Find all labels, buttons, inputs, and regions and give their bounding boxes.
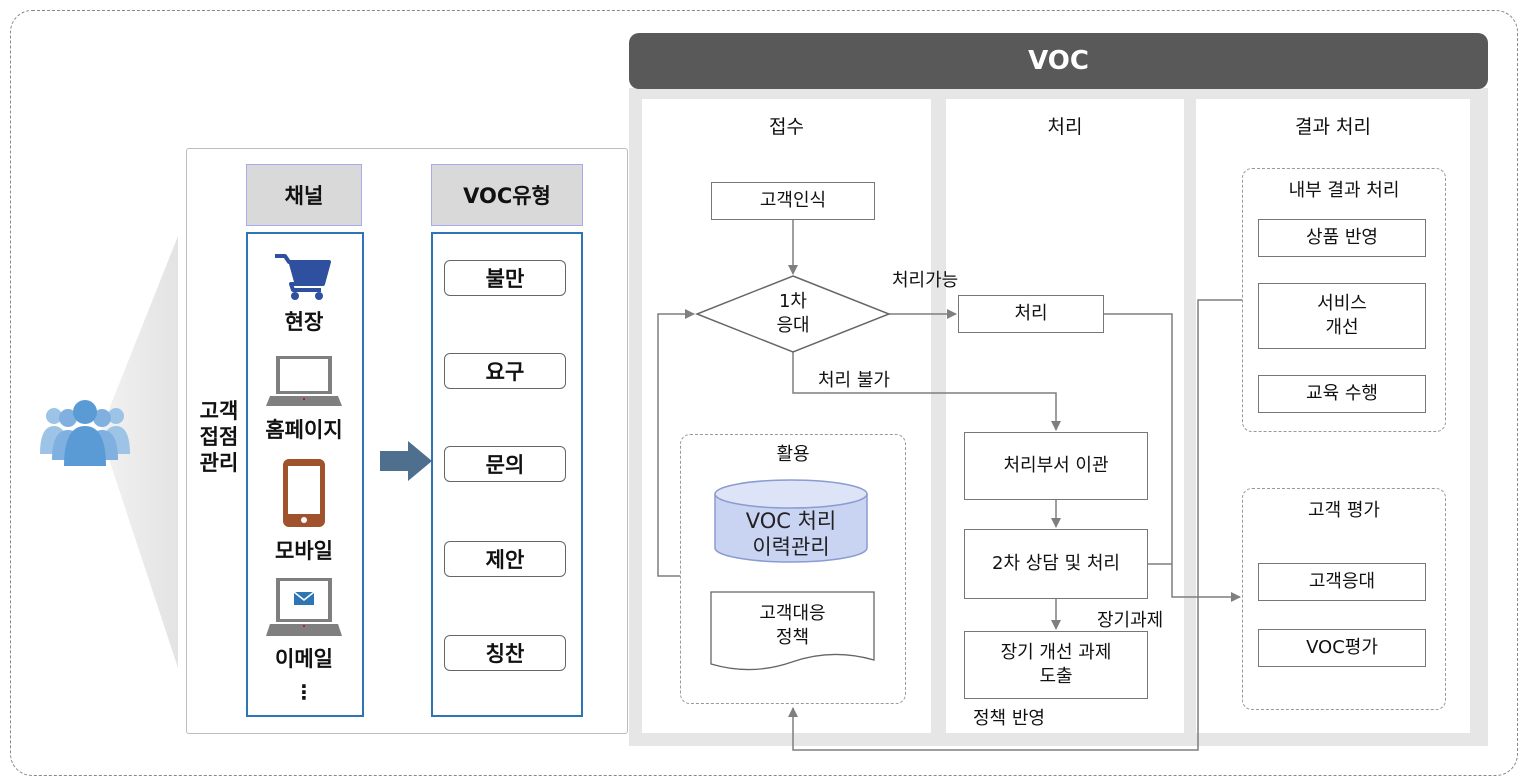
- customer-contact-label: 고객 접점 관리: [199, 399, 239, 475]
- customer-recognition-box: 고객인식: [711, 182, 875, 220]
- first-response-decision: [694, 275, 892, 353]
- second-consult-box: 2차 상담 및 처리: [964, 529, 1148, 599]
- lane-title-intake: 접수: [769, 116, 804, 138]
- product-reflect-box: 상품 반영: [1258, 219, 1426, 257]
- voc-eval-box: VOC평가: [1258, 629, 1426, 667]
- laptop-icon: [266, 356, 342, 406]
- lane-title-result: 결과 처리: [1295, 116, 1371, 138]
- lane-process: [946, 99, 1184, 733]
- cart-icon: [275, 254, 331, 300]
- type-praise: 칭찬: [444, 635, 566, 671]
- voc-type-header: VOC유형: [431, 164, 583, 226]
- voc-title-bar: VOC: [629, 33, 1488, 89]
- long-term-label: 장기과제: [1097, 610, 1164, 631]
- type-request: 요구: [444, 353, 566, 389]
- channel-header: 채널: [246, 164, 362, 226]
- email-laptop-icon: [266, 578, 342, 636]
- history-db-cylinder: [714, 479, 868, 563]
- process-box: 처리: [958, 295, 1104, 333]
- can-process-label: 처리가능: [892, 270, 959, 291]
- channel-to-type-arrow: [380, 441, 432, 481]
- type-complaint: 불만: [444, 260, 566, 296]
- history-db-label: VOC 처리 이력관리: [745, 509, 837, 559]
- type-suggestion: 제안: [444, 541, 566, 577]
- long-term-improve-box: 장기 개선 과제 도출: [964, 631, 1148, 699]
- decision-label: 1차 응대: [776, 291, 810, 336]
- channel-email: 이메일: [275, 647, 333, 671]
- type-inquiry: 문의: [444, 446, 566, 482]
- customer-response-box: 고객응대: [1258, 563, 1426, 601]
- usage-title: 활용: [776, 444, 810, 465]
- people-icon: [40, 400, 130, 466]
- channel-mobile: 모바일: [275, 539, 333, 563]
- dept-transfer-box: 처리부서 이관: [964, 432, 1148, 500]
- tablet-icon: [283, 459, 325, 527]
- lane-title-process: 처리: [1047, 116, 1083, 138]
- channel-more: ⋮: [294, 680, 314, 704]
- policy-doc-label: 고객대응 정책: [759, 603, 826, 648]
- policy-reflect-label: 정책 반영: [973, 708, 1045, 729]
- cannot-process-label: 처리 불가: [818, 370, 890, 391]
- training-box: 교육 수행: [1258, 375, 1426, 413]
- service-improve-box: 서비스 개선: [1258, 283, 1426, 349]
- policy-document: [710, 591, 875, 671]
- outer-frame: [10, 10, 1518, 776]
- internal-result-title: 내부 결과 처리: [1288, 180, 1400, 201]
- channel-homepage: 홈페이지: [265, 418, 343, 442]
- channel-onsite: 현장: [284, 310, 324, 334]
- customer-eval-title: 고객 평가: [1308, 500, 1380, 521]
